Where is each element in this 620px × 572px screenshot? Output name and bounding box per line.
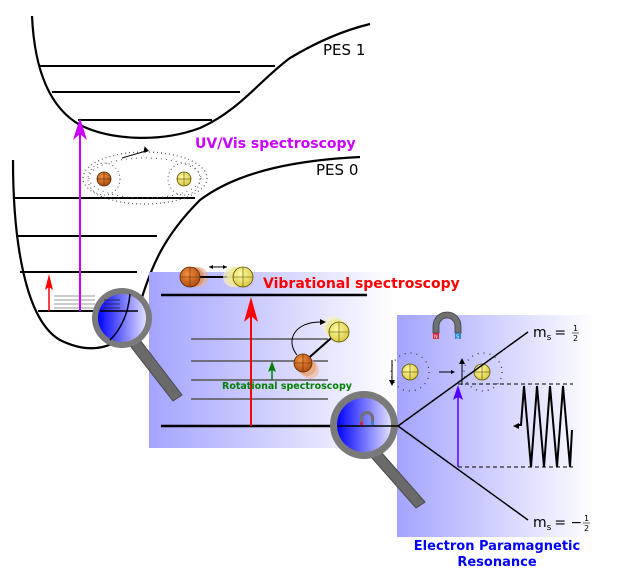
- uvvis-arrow: [73, 118, 87, 311]
- uvvis-label: UV/Vis spectroscopy: [195, 136, 356, 152]
- ms-up-label: ms= 1 2: [533, 324, 579, 343]
- ms-down-label: ms= − 1 2: [533, 514, 590, 533]
- svg-text:N: N: [434, 335, 438, 341]
- pes0-label: PES 0: [316, 161, 358, 179]
- svg-text:1: 1: [573, 324, 578, 333]
- electron-cloud-molecule: [82, 146, 208, 205]
- vibrational-label: Vibrational spectroscopy: [263, 276, 460, 292]
- magnifier-icon: [330, 391, 426, 509]
- vibrating-molecule: [179, 265, 254, 288]
- magnifier-icon: [92, 288, 183, 402]
- electron-cloud: [82, 151, 208, 205]
- pes1-curve: [30, 15, 371, 139]
- electron-motion-arrow: [121, 146, 150, 159]
- svg-text:1: 1: [584, 514, 589, 523]
- magnet-icon: [360, 411, 374, 425]
- zeeman-upper: [397, 331, 529, 427]
- rotating-molecule: [291, 316, 350, 379]
- epr-label-line1: Electron Paramagnetic: [414, 539, 580, 554]
- svg-text:ms= −: ms= −: [533, 515, 582, 533]
- rotational-arrow: [268, 361, 276, 380]
- microwave-wave: [517, 385, 573, 468]
- pes1-label: PES 1: [323, 41, 365, 59]
- magnet-icon: N S: [432, 311, 462, 341]
- svg-text:S: S: [456, 335, 459, 341]
- epr-arrow: [453, 385, 463, 467]
- rotation-arrow: [291, 321, 321, 356]
- epr-label-line2: Resonance: [457, 555, 536, 570]
- zeeman-lower: [397, 425, 529, 521]
- svg-text:2: 2: [573, 334, 578, 343]
- epr-panel-background: [397, 315, 595, 537]
- epr-panel: N S: [389, 311, 595, 537]
- spin-down-electron: [389, 352, 430, 392]
- svg-text:ms=: ms=: [533, 325, 566, 343]
- rotational-label: Rotational spectroscopy: [222, 381, 353, 392]
- vibrational-arrow-small: [45, 274, 53, 311]
- svg-text:2: 2: [584, 524, 589, 533]
- vibrational-arrow: [244, 297, 258, 426]
- pes1-curve-group: [30, 15, 371, 139]
